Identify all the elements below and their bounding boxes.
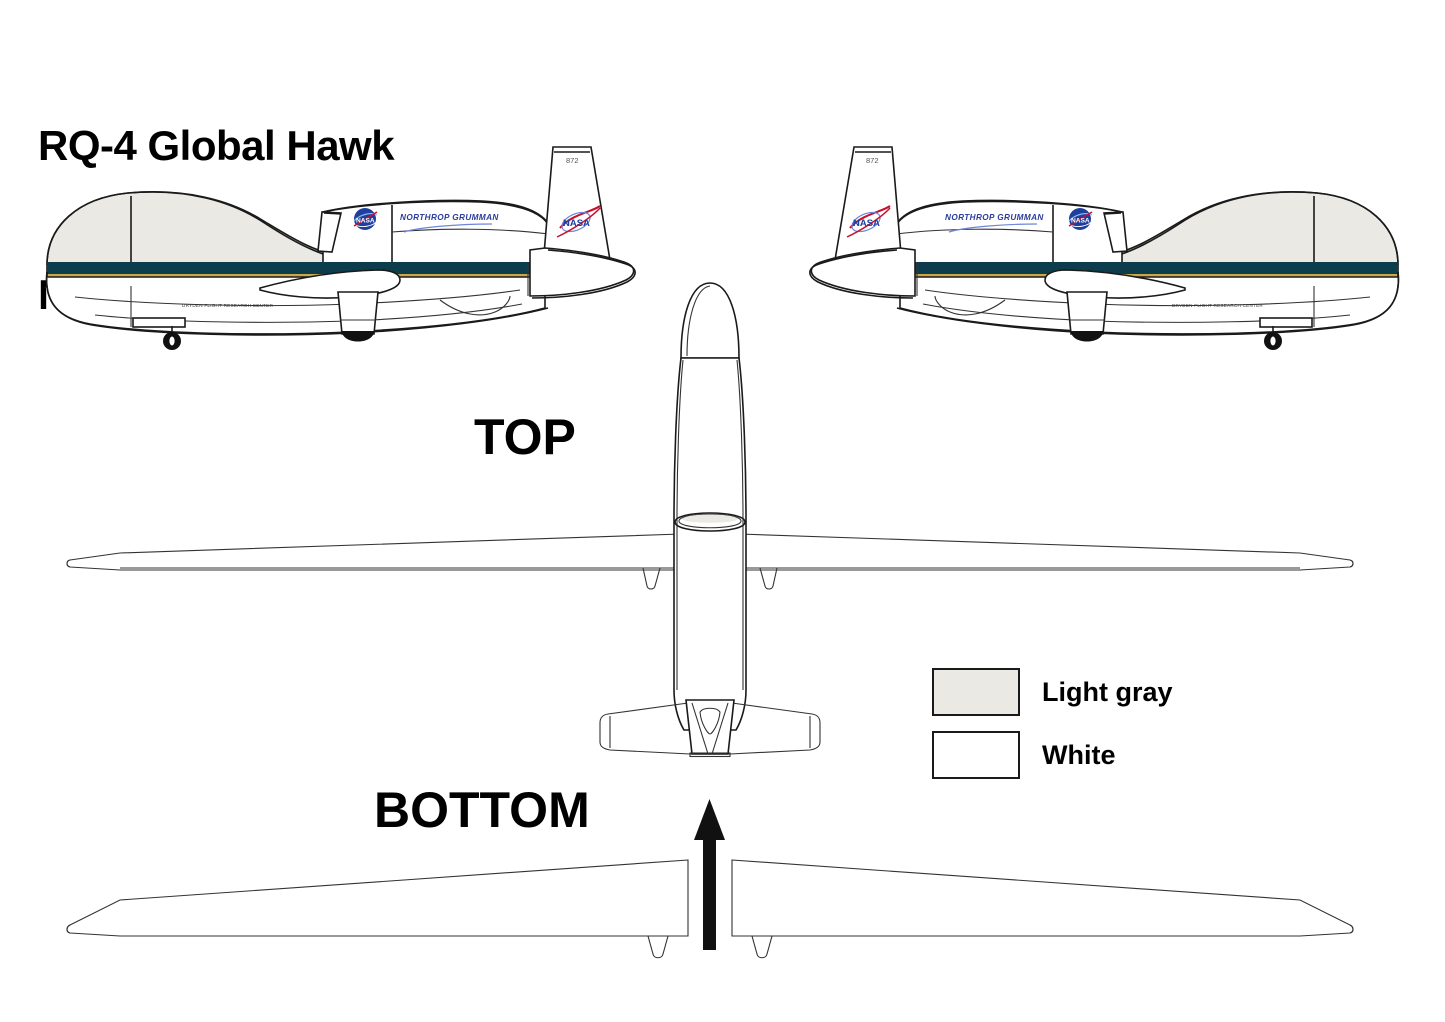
view-label-top: TOP [474,409,576,465]
top-tail-boom [685,699,735,755]
tail-number-right: 872 [866,156,879,165]
vertical-tail-right [833,146,903,267]
nose-hub-right [1270,336,1276,346]
northrop-grumman-text-right: NORTHROP GRUMMAN [945,213,1044,222]
top-fuselage-body [673,357,747,731]
top-wing-right [738,533,1354,571]
svg-text:NASA: NASA [563,218,590,229]
northrop-grumman-text-left: NORTHROP GRUMMAN [400,213,499,222]
arrow-shaft [703,820,716,950]
operator-text-right: DRYDEN FLIGHT RESEARCH CENTER [1172,303,1263,308]
tail-boom-outline-left [531,249,636,299]
bottom-wing-left [66,859,689,937]
top-engine-inlet-lip [682,514,738,523]
svg-text:NASA: NASA [853,218,880,229]
legend-label-white: White [1042,739,1116,770]
lower-fuselage-right [899,271,1400,335]
northrop-grumman-wordmark-left: NORTHROP GRUMMAN [400,213,499,233]
side-view-right: DRYDEN FLIGHT RESEARCH CENTER NASA NORTH… [809,146,1400,350]
main-wheel-right [1071,331,1103,342]
title-line-aircraft: RQ-4 Global Hawk [38,122,395,170]
tail-boom-left [529,247,635,297]
top-exhaust-nozzle [699,707,721,735]
top-engine-inlet-inner [678,513,742,529]
belly-detail-right-2 [922,303,1351,323]
aft-lower-detail-right [934,295,1006,316]
aft-lower-detail-left [439,295,511,316]
top-engine-inlet-outer [674,512,746,532]
tail-number-left: 872 [566,156,579,165]
tail-boom-right [810,247,916,297]
forward-upper-shell-right [1125,195,1314,268]
bottom-flap-notch-right [742,935,780,959]
top-nose-inner [686,285,711,357]
top-tailcone-v-right [711,702,729,755]
top-tail-end-plate [689,752,731,758]
legend-swatch-white [932,731,1020,779]
sensor-fairing-outline-right [1103,212,1122,215]
bottom-wing-right [731,859,1354,937]
nose-gear-door-right [1259,317,1313,328]
title-line-operator: NASA [38,270,156,318]
top-fuselage-crease-left [676,359,684,690]
color-legend: Light gray White [932,668,1232,794]
view-label-bottom: BOTTOM [374,782,590,838]
nasa-worm-logo-tail-right: NASA [846,205,891,238]
legend-label-light-gray: Light gray [1042,676,1173,707]
nacelle-contour-left [391,228,550,235]
top-wing-left-tipcap [66,559,71,568]
arrow-head [694,799,725,840]
top-wing-left [66,533,682,571]
top-vtail-right [717,702,821,755]
nasa-meatball-logo-right: NASA [1067,208,1094,230]
legend-item: Light gray [932,668,1232,716]
tail-boom-outline-right [809,249,914,299]
top-vtail-left [599,702,703,755]
nose-wheel-right [1264,332,1282,350]
nasa-worm-logo-tail-left: NASA [556,205,601,238]
cheatline-gold-right [883,274,1398,278]
sensor-fairing-right [1103,211,1128,253]
northrop-grumman-wordmark-right: NORTHROP GRUMMAN [945,213,1044,233]
nose-radome-right [1099,191,1399,273]
bottom-wing-left-tipcap [66,924,71,934]
bottom-flap-notch-left [640,935,678,959]
engine-nacelle-right [896,200,1123,269]
top-flap-notch-left [637,567,667,590]
page-title: RQ-4 Global Hawk NASA [38,22,395,418]
main-gear-pod-right [1066,291,1108,335]
lower-fuselage-outline-right [896,271,1400,336]
nacelle-top-line-right [894,199,1123,227]
bottom-view-planform [66,859,1354,959]
legend-swatch-light-gray [932,668,1020,716]
belly-detail-right-1 [924,289,1371,307]
top-nose-cone [680,282,740,359]
legend-item: White [932,731,1232,779]
top-wing-right-tipcap [1349,559,1354,568]
top-tailcone-v-left [691,702,709,755]
top-flap-notch-right [753,567,783,590]
nacelle-contour-right [895,228,1054,235]
flight-direction-arrow [694,799,725,950]
vertical-tail-left [542,146,612,267]
cheatline-teal-right [883,262,1398,274]
top-fuselage-crease-right [736,359,744,690]
upper-fuselage-line-right [974,191,1399,269]
wing-root-right [1044,269,1186,299]
bottom-wing-right-tipcap [1349,924,1354,934]
svg-text:NASA: NASA [1071,218,1090,225]
